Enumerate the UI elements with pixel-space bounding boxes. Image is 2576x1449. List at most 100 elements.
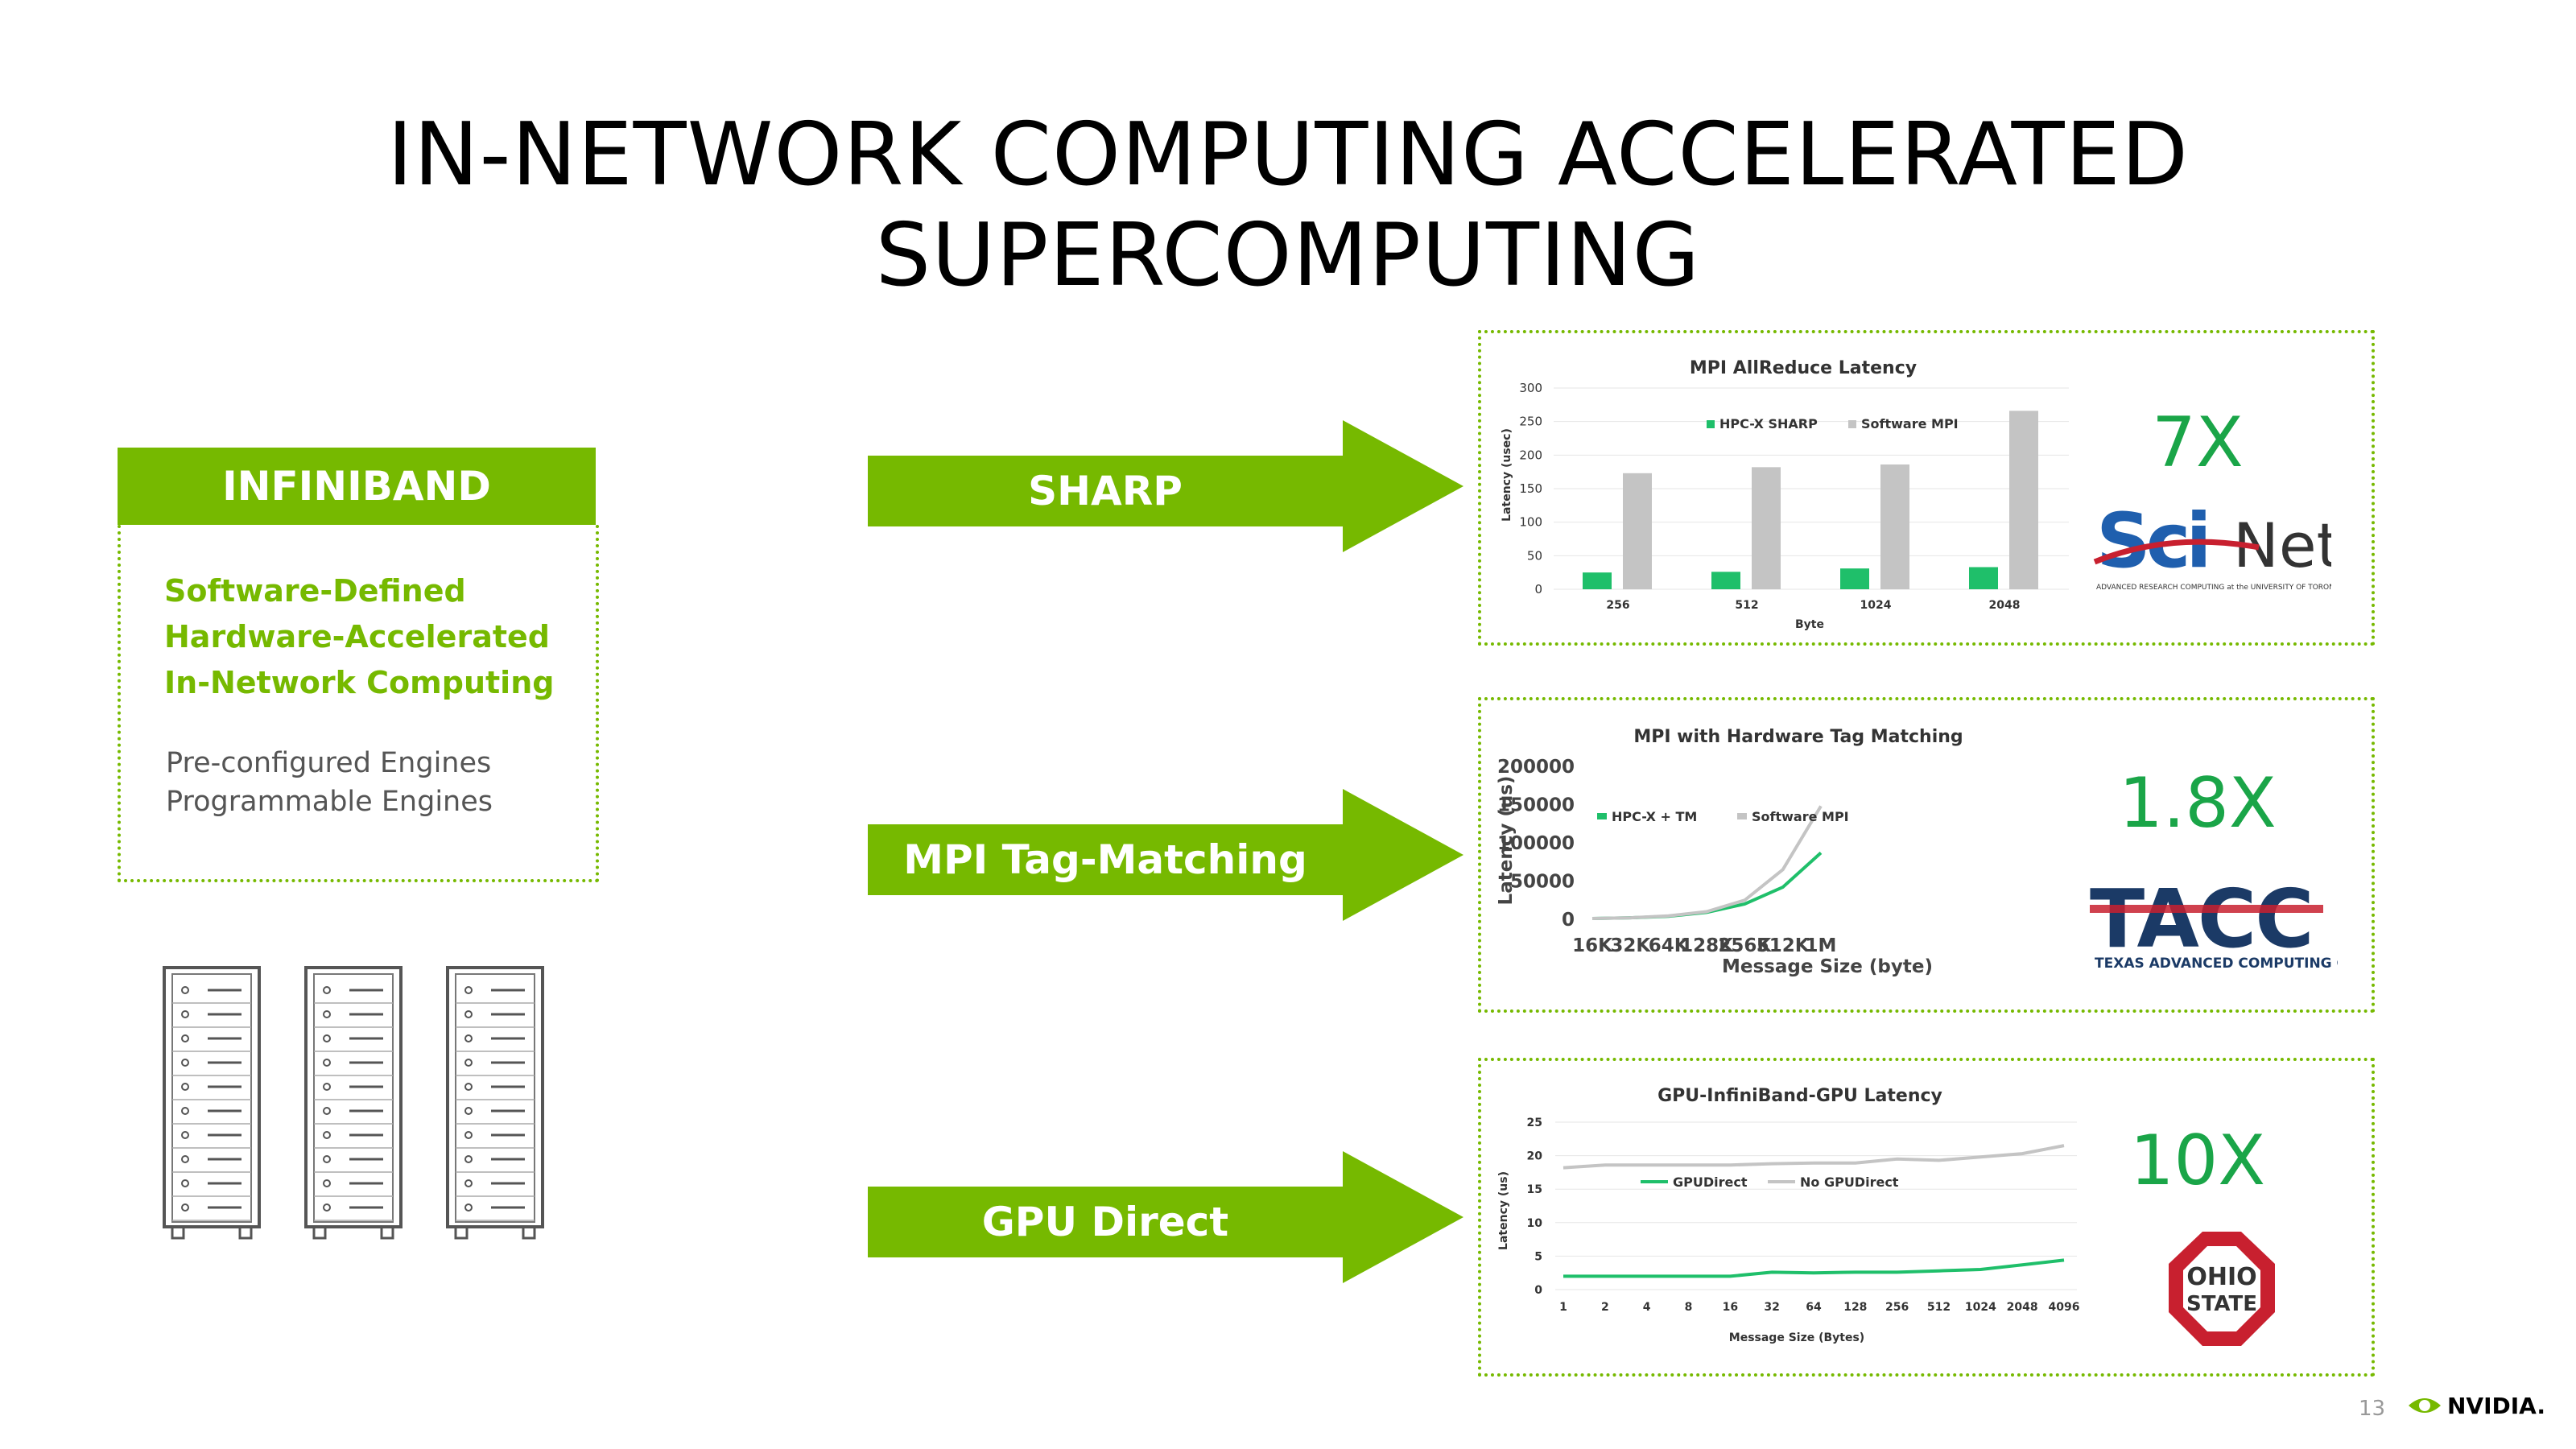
speedup-factor: 10X	[2129, 1121, 2266, 1201]
x-tick-label: 128	[1843, 1301, 1867, 1314]
y-tick-label: 0	[1534, 582, 1542, 597]
rack-unit	[456, 1034, 535, 1052]
x-tick-label: 4096	[2049, 1301, 2080, 1314]
rack-unit	[314, 1010, 393, 1028]
legend-label: No GPUDirect	[1800, 1174, 1899, 1190]
y-tick-label: 25	[1527, 1117, 1542, 1129]
mpi-tag-matching-arrow	[868, 789, 1463, 921]
y-tick-label: 150	[1519, 481, 1542, 496]
series-line	[1591, 805, 1823, 921]
chart-title: MPI with Hardware Tag Matching	[1633, 727, 1963, 747]
y-axis-label: Latency (us)	[1496, 776, 1517, 906]
status-led-icon	[181, 1155, 189, 1163]
status-led-icon	[323, 1131, 331, 1139]
x-tick-label: 1024	[1965, 1301, 1996, 1314]
rack-unit	[172, 1179, 251, 1197]
y-tick-label: 0	[1534, 1284, 1542, 1297]
status-led-icon	[181, 1131, 189, 1139]
rack-unit	[314, 986, 393, 1004]
y-axis-label: Latency (usec)	[1501, 428, 1513, 522]
status-led-icon	[464, 1155, 473, 1163]
y-tick-label: 250	[1519, 415, 1542, 429]
sharp-panel	[1478, 330, 2375, 646]
x-axis-label: Message Size (Bytes)	[1729, 1331, 1864, 1344]
nvidia-logo-text: NVIDIA.	[2447, 1393, 2546, 1419]
bar	[1880, 464, 1909, 589]
y-axis-label: Latency (us)	[1497, 1171, 1510, 1250]
x-axis-label: Byte	[1795, 618, 1824, 631]
rack-unit	[172, 1083, 251, 1100]
series-line	[1563, 1258, 2065, 1278]
status-led-icon	[464, 1059, 473, 1067]
status-led-icon	[323, 1155, 331, 1163]
rack-unit	[456, 1179, 535, 1197]
status-led-icon	[323, 1010, 331, 1018]
y-tick-label: 100000	[1497, 833, 1575, 854]
y-tick-label: 300	[1519, 381, 1542, 395]
x-tick-label: 256K	[1718, 935, 1772, 956]
infiniband-header: INFINIBAND	[118, 448, 596, 525]
gpu-direct-arrow	[868, 1151, 1463, 1283]
rack-unit	[456, 1107, 535, 1125]
rack-unit	[314, 1083, 393, 1100]
legend-swatch	[1707, 420, 1715, 428]
speedup-factor: 7X	[2152, 402, 2244, 483]
tag-matching-chart: MPI with Hardware Tag Matching Latency (…	[1496, 727, 1963, 977]
x-tick-label: 256	[1606, 599, 1629, 612]
x-tick-label: 2048	[1989, 599, 2021, 612]
legend-label: HPC-X SHARP	[1719, 416, 1818, 431]
rack-unit	[456, 1010, 535, 1028]
server-rack-icon	[304, 966, 402, 1240]
status-led-icon	[464, 986, 473, 994]
bar	[1969, 567, 1998, 589]
feature-line: In-Network Computing	[164, 665, 555, 700]
x-tick-label: 4	[1643, 1301, 1651, 1314]
y-tick-label: 100	[1519, 515, 1542, 530]
status-led-icon	[323, 1083, 331, 1091]
engine-line: Programmable Engines	[166, 786, 493, 818]
status-led-icon	[181, 1083, 189, 1091]
x-tick-label: 512	[1927, 1301, 1951, 1314]
rack-unit	[314, 1059, 393, 1076]
rack-unit	[172, 986, 251, 1004]
status-led-icon	[323, 1179, 331, 1187]
scinet-logo-sub: ADVANCED RESEARCH COMPUTING at the UNIVE…	[2096, 584, 2331, 592]
page-title: IN-NETWORK COMPUTING ACCELERATED SUPERCO…	[387, 105, 2189, 306]
mpi-allreduce-latency-chart: MPI AllReduce Latency Latency (usec) Byt…	[1501, 358, 2069, 631]
x-tick-label: 16	[1723, 1301, 1738, 1314]
bar	[2009, 411, 2038, 589]
y-tick-label: 15	[1527, 1183, 1542, 1196]
status-led-icon	[464, 1107, 473, 1115]
tacc-logo: TACC TEXAS ADVANCED COMPUTING CENTER	[2088, 872, 2396, 974]
status-led-icon	[323, 1034, 331, 1042]
x-tick-label: 256	[1885, 1301, 1909, 1314]
rack-unit	[172, 1203, 251, 1221]
legend-label: Software MPI	[1861, 416, 1959, 431]
x-tick-label: 512K	[1757, 935, 1810, 956]
rack-unit	[172, 1059, 251, 1076]
bar	[1840, 568, 1869, 589]
status-led-icon	[181, 1010, 189, 1018]
status-led-icon	[181, 1203, 189, 1212]
tacc-logo-sub: TEXAS ADVANCED COMPUTING CENTER	[2095, 956, 2338, 972]
page-number: 13	[2359, 1397, 2386, 1421]
ohio-logo-text-1: OHIO	[2186, 1263, 2256, 1291]
x-tick-label: 64K	[1649, 935, 1690, 956]
legend-label: GPUDirect	[1673, 1174, 1748, 1190]
server-rack-icon	[446, 966, 544, 1240]
gpu-latency-chart: GPU-InfiniBand-GPU Latency Latency (us) …	[1497, 1086, 2080, 1344]
y-tick-label: 50	[1527, 548, 1542, 563]
series-line	[1563, 1144, 2065, 1170]
speedup-factor: 1.8X	[2119, 763, 2277, 844]
rack-unit	[172, 1034, 251, 1052]
x-tick-label: 16K	[1572, 935, 1613, 956]
scinet-logo: Sci Net ADVANCED RESEARCH COMPUTING at t…	[2090, 497, 2344, 596]
rack-unit	[456, 1131, 535, 1149]
rack-unit	[314, 1131, 393, 1149]
rack-unit	[172, 1131, 251, 1149]
x-tick-label: 32	[1764, 1301, 1779, 1314]
rack-unit	[172, 1010, 251, 1028]
rack-unit	[314, 1155, 393, 1173]
ohio-logo-text-2: STATE	[2186, 1292, 2257, 1316]
status-led-icon	[181, 1059, 189, 1067]
